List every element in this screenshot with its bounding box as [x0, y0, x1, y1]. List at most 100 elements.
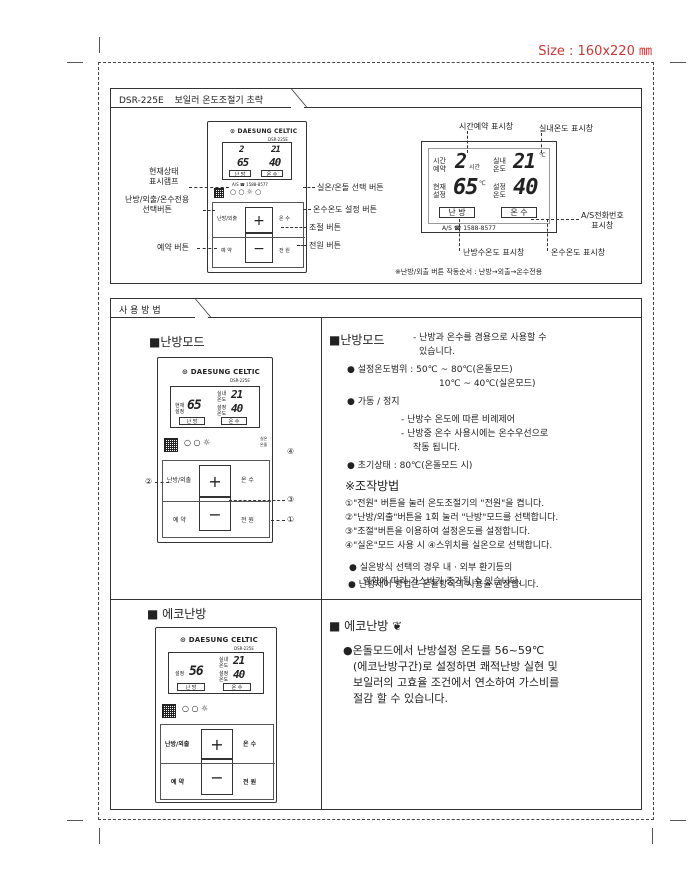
row-divider [111, 599, 642, 600]
tab-rule [304, 107, 642, 108]
leader-line [541, 133, 542, 153]
callout-room-floor-button: 실온/온돌 선택 버튼 [317, 183, 384, 192]
crop-mark [670, 62, 686, 63]
lcd-water-pill: 온 수 [221, 417, 247, 425]
lcd-cur-value: 56 [189, 664, 204, 679]
lcd-detail-inner: 시간 예약 2 시간 현재 설정 65 ℃ 실내 온도 21 ℃ 설정 온도 4… [428, 148, 550, 224]
qr-code [162, 704, 176, 718]
lcd-set-value: 40 [231, 402, 243, 415]
thermostat-heating: ⊙ DAESUNG CELTIC DSR-225E 현재 설정 65 실내 온도… [157, 357, 273, 543]
callout-as-indicator: A/S전화번호 표시창 [581, 211, 624, 230]
lcd-cur-value: 65 [187, 398, 202, 413]
eco-text-2: (에코난방구간)로 설정하면 쾌적난방 실현 및 [353, 660, 558, 673]
qr-code [214, 188, 224, 198]
reserve-button[interactable]: 예 약 [221, 248, 232, 254]
step-3: ③"조절"버튼을 이용하여 설정온도를 설정합니다. [345, 527, 531, 537]
leader-line [531, 219, 579, 220]
crop-mark [99, 37, 100, 53]
leader-line [303, 209, 311, 210]
lcd-unit-cur: ℃ [479, 180, 486, 187]
crop-mark [67, 820, 83, 821]
minus-button[interactable]: − [199, 497, 231, 531]
temp-range-2: 10℃ ~ 40℃(실온모드) [439, 379, 536, 389]
lcd-set-value: 40 [269, 156, 281, 169]
room-floor-switch[interactable]: 실온 온돌 [260, 436, 268, 447]
lcd-big-phone: A/S ☎ 1588-8577 [442, 225, 496, 232]
lcd-room-value: 21 [233, 654, 245, 667]
column-divider [321, 317, 322, 810]
leader-line [467, 131, 468, 153]
minus-button[interactable]: − [245, 233, 273, 263]
water-button[interactable]: 온 수 [243, 741, 257, 748]
callout-status-lamp: 현재상태 표시램프 [149, 167, 179, 186]
callout-adjust-button: 조절 버튼 [309, 223, 341, 232]
step-4: ④"실온"모드 사용 시 ④스위치를 실온으로 선택합니다. [345, 541, 553, 551]
heat-out-button[interactable]: 난방/외출 [165, 741, 190, 748]
callout-power-button: 전원 버튼 [309, 241, 341, 250]
heat-out-button[interactable]: 난방/외출 [167, 477, 192, 484]
lcd-room-value: 21 [231, 388, 243, 401]
leader-line [229, 500, 285, 501]
minus-button[interactable]: − [201, 759, 233, 795]
leader-line [155, 482, 169, 483]
tab-divider [195, 299, 225, 318]
overview-title: 보일러 온도조절기 초략 [174, 96, 264, 106]
reserve-button[interactable]: 예 약 [173, 517, 186, 524]
indicator-lamps: ○ ○ ☼ [184, 438, 211, 447]
lcd-label-room: 실내 온도 [493, 157, 506, 173]
lcd-cur-value: 65 [237, 156, 249, 169]
plus-button[interactable]: + [199, 465, 231, 497]
lcd-label-room: 실내 온도 [219, 657, 229, 669]
step-mark-4: ④ [287, 447, 295, 456]
step-1: ①"전원" 버튼을 눌러 온도조절기의 "전원"을 켭니다. [345, 499, 545, 509]
power-button[interactable]: 전 원 [279, 248, 290, 254]
water-button[interactable]: 온 수 [279, 216, 290, 222]
lcd-set-value: 40 [233, 668, 245, 681]
button-area: 난방/외출 + − 온 수 예 약 전 원 [212, 202, 305, 268]
lcd-unit-time: 시간 [469, 164, 481, 171]
power-button[interactable]: 전 원 [243, 779, 257, 786]
reserve-button[interactable]: 예 약 [171, 779, 185, 786]
lcd-label-set: 설정 온도 [493, 183, 506, 199]
model-label: DSR-225E [234, 646, 254, 651]
lcd-detail: 시간 예약 2 시간 현재 설정 65 ℃ 실내 온도 21 ℃ 설정 온도 4… [421, 141, 557, 233]
plus-button[interactable]: + [201, 729, 233, 759]
lcd-label-set: 설정 온도 [219, 671, 229, 683]
tab-divider [291, 89, 321, 108]
initial-state: ● 초기상태 : 80℃(온돌모드 시) [347, 461, 473, 471]
thermostat-device: ⊙ DAESUNG CELTIC DSR-225E 2 65 21 40 난 방… [207, 121, 307, 273]
callout-mode-button: 난방/외출/온수전용 선택버튼 [125, 195, 190, 214]
step-mark-3: ③ [287, 495, 295, 504]
power-button[interactable]: 전 원 [241, 517, 254, 524]
heating-heading: ■난방모드 [149, 335, 205, 349]
trim-frame [98, 62, 654, 820]
lcd-label-cur: 설정 [175, 671, 185, 677]
button-area: 난방/외출 + − 온 수 예 약 전 원 [162, 460, 271, 538]
usage-panel: 사 용 방 법 ■난방모드 ⊙ DAESUNG CELTIC DSR-225E … [110, 298, 642, 810]
eco-text-4: 절감 할 수 있습니다. [353, 692, 448, 705]
size-label: Size : 160x220 ㎜ [538, 44, 652, 59]
leader-line [459, 219, 460, 251]
heat-out-button[interactable]: 난방/외출 [217, 216, 238, 222]
brand-logo: ⊙ DAESUNG CELTIC [182, 368, 261, 376]
lcd-heat-pill: 난 방 [177, 683, 205, 691]
brand-logo: ⊙ DAESUNG CELTIC [230, 128, 298, 135]
leader-line [281, 227, 307, 228]
leader-line [547, 219, 548, 251]
crop-mark [67, 62, 83, 63]
device-lcd: 현재 설정 65 실내 온도 21 설정 온도 40 난 방 온 수 [170, 386, 260, 428]
plus-button[interactable]: + [245, 207, 273, 233]
lcd-label-cur: 현재 설정 [433, 183, 446, 199]
lcd-big-heat-pill: 난 방 [439, 207, 475, 218]
device-lcd: 설정 56 실내 온도 21 설정 온도 40 난 방 온 수 [168, 652, 264, 694]
mode-sequence-note: ※난방/외출 버튼 작동순서 : 난방→외출→온수전용 [395, 268, 543, 276]
eco-text-3: 보일러의 고효율 조건에서 연소하여 가스비를 [353, 676, 560, 689]
lcd-unit-room: ℃ [539, 152, 546, 159]
qr-code [164, 438, 178, 452]
indicator-lamps: ○ ○ ☼ [182, 704, 209, 713]
tab-rule [208, 317, 642, 318]
method-title: ※조작방법 [345, 479, 400, 493]
callout-reserve-button: 예약 버튼 [157, 243, 189, 252]
lcd-heat-pill: 난 방 [229, 170, 251, 178]
water-button[interactable]: 온 수 [241, 477, 254, 484]
